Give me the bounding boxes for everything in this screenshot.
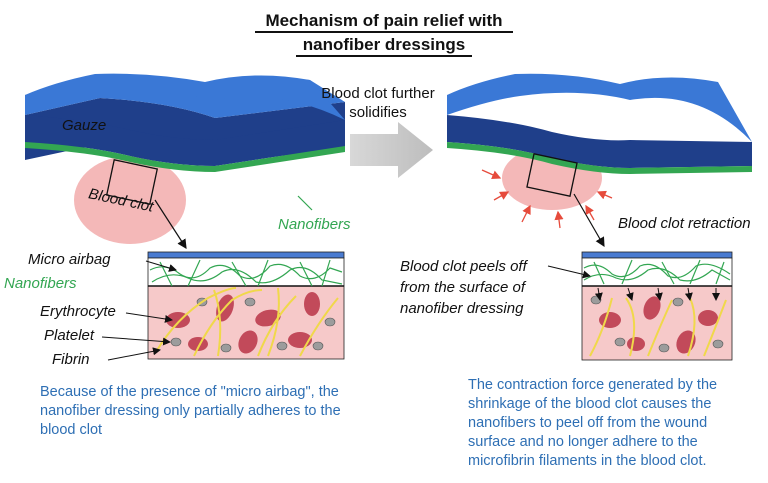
micro-airbag-label: Micro airbag [28,251,111,268]
title-underline-1 [255,31,513,33]
title-line-1: Mechanism of pain relief with [265,11,503,30]
right-gauze [447,73,752,174]
title-underline-2 [296,55,472,57]
peel-label-text: Blood clot peels off from the surface of… [400,258,527,317]
right-nanofiber-mesh [583,259,731,285]
platelet-pointer [101,336,171,346]
nanofibers-label: Nanofibers [278,216,351,233]
left-inset [147,251,345,360]
erythrocyte-pointer [125,312,173,323]
right-caption: The contraction force generated by the s… [468,377,718,469]
left-fibrin [155,287,339,357]
fibrin-label: Fibrin [52,351,90,368]
erythrocyte-label: Erythrocyte [40,303,116,320]
right-peel-arrows [594,287,720,301]
nanofibers-pointer [297,195,313,211]
right-fibrin [589,297,727,357]
process-arrow-text: Blood clot further solidifies [321,85,435,121]
retraction-label: Blood clot retraction [618,215,751,232]
gauze-label: Gauze [62,117,107,134]
process-arrow-label: Blood clot further solidifies [300,84,456,122]
title-line-2: nanofiber dressings [302,35,466,54]
left-gauze-top [25,73,345,120]
right-zoom-pointer [573,193,605,248]
nanofibers-side-label: Nanofibers [4,275,77,292]
platelet-label: Platelet [44,327,95,344]
left-nanofiber-mesh [149,259,343,287]
fibrin-pointer [107,347,161,361]
right-inset [581,251,733,361]
left-caption: Because of the presence of "micro airbag… [40,384,341,438]
micro-airbag-pointer [145,260,177,272]
peel-label: Blood clot peels off from the surface of… [400,256,550,319]
retraction-arrows [481,169,613,229]
peel-pointer [547,265,591,279]
left-platelets [170,297,336,353]
process-arrow [350,122,433,178]
left-zoom-pointer [154,199,187,250]
left-gauze [25,78,345,172]
right-zoom-box [526,153,578,197]
left-zoom-box [105,159,159,205]
